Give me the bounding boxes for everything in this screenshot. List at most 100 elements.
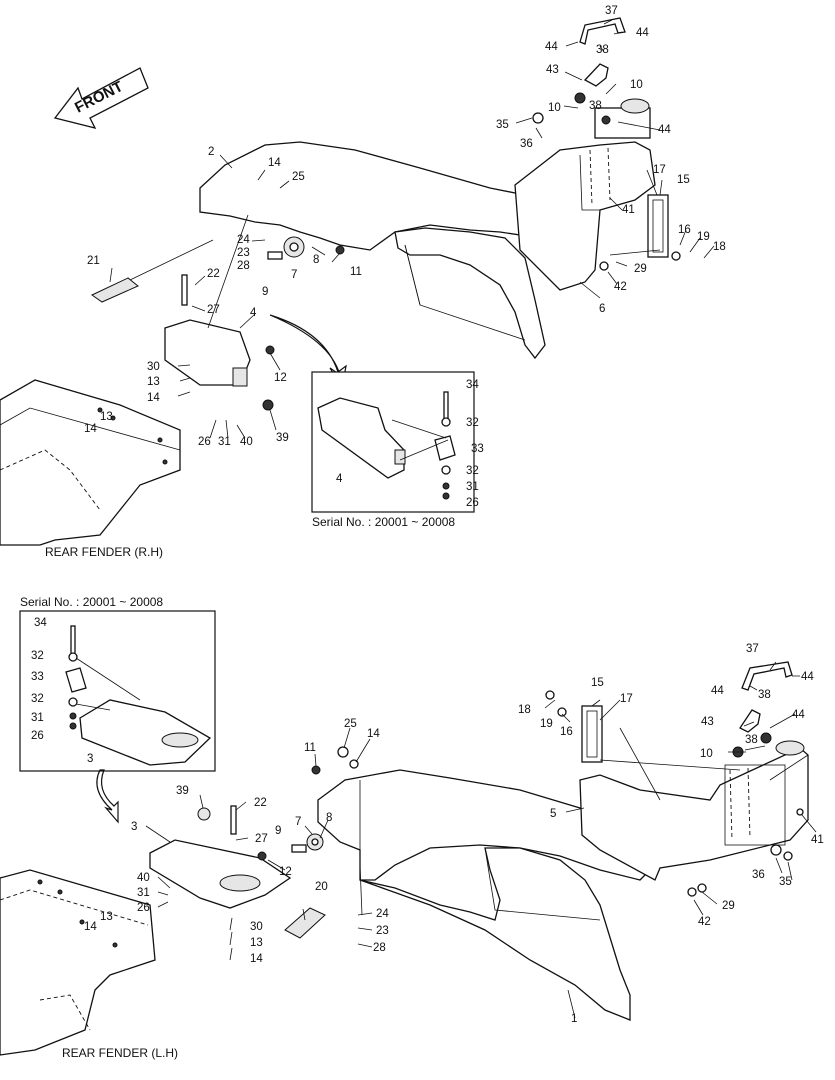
callout-label: 16	[678, 224, 691, 236]
callout-label: 13	[100, 911, 113, 923]
callout-label: 38	[596, 44, 609, 56]
callout-label: 6	[599, 303, 605, 315]
callout-label: 13	[147, 376, 160, 388]
callout-label: 14	[367, 728, 380, 740]
callout-label: 1	[571, 1013, 577, 1025]
caption-rear-fender-rh: REAR FENDER (R.H)	[45, 545, 163, 559]
callout-label: 22	[207, 268, 220, 280]
callout-label: 19	[540, 718, 553, 730]
callout-label: 24	[376, 908, 389, 920]
callout-label: 31	[466, 481, 479, 493]
callout-label: 10	[630, 79, 643, 91]
callout-label: 10	[700, 748, 713, 760]
callout-label: 40	[240, 436, 253, 448]
handle-37	[579, 17, 626, 45]
callout-label: 37	[605, 5, 618, 17]
caption-serial-upper: Serial No. : 20001 ~ 20008	[312, 515, 455, 529]
callout-label: 8	[313, 254, 319, 266]
callout-label: 44	[658, 124, 671, 136]
callout-label: 24	[237, 234, 250, 246]
upper-callouts: 2 14 25 24 23 28 8 7 9 11 21 22 27 4 30 …	[84, 5, 726, 509]
callout-label: 27	[207, 304, 220, 316]
callout-label: 37	[746, 643, 759, 655]
callout-label: 14	[250, 953, 263, 965]
callout-label: 7	[295, 816, 301, 828]
callout-label: 17	[620, 693, 633, 705]
hinge-20	[284, 907, 326, 939]
callout-label: 41	[811, 834, 824, 846]
callout-label: 11	[304, 742, 316, 754]
callout-label: 38	[745, 734, 758, 746]
callout-label: 32	[466, 465, 479, 477]
callout-label: 31	[31, 712, 44, 724]
callout-label: 3	[87, 753, 93, 765]
bracket-6	[514, 141, 656, 291]
fender-skirt-lh	[359, 847, 631, 1021]
callout-label: 28	[237, 260, 250, 272]
callout-label: 33	[31, 671, 44, 683]
callout-label: 14	[147, 392, 160, 404]
callout-label: 19	[697, 231, 710, 243]
front-arrow: FRONT	[53, 67, 149, 129]
callout-label: 2	[208, 146, 214, 158]
part-15-lh	[581, 705, 603, 763]
callout-label: 43	[546, 64, 559, 76]
callout-label: 8	[326, 812, 332, 824]
callout-label: 40	[137, 872, 150, 884]
callout-label: 3	[131, 821, 137, 833]
callout-label: 25	[344, 718, 357, 730]
callout-label: 36	[752, 869, 765, 881]
callout-label: 26	[198, 436, 211, 448]
callout-label: 14	[84, 921, 97, 933]
callout-label: 43	[701, 716, 714, 728]
callout-label: 39	[276, 432, 289, 444]
upper-assembly	[0, 17, 715, 546]
callout-label: 29	[722, 900, 735, 912]
callout-label: 14	[268, 157, 281, 169]
callout-label: 44	[636, 27, 649, 39]
caption-rear-fender-lh: REAR FENDER (L.H)	[62, 1046, 178, 1060]
callout-label: 29	[634, 263, 647, 275]
callout-label: 26	[137, 902, 150, 914]
callout-label: 13	[100, 411, 113, 423]
callout-label: 34	[466, 379, 479, 391]
callout-label: 32	[466, 417, 479, 429]
callout-label: 38	[758, 689, 771, 701]
callout-label: 44	[792, 709, 805, 721]
callout-label: 31	[218, 436, 231, 448]
lower-inset	[19, 610, 216, 824]
callout-label: 27	[255, 833, 268, 845]
bolt-22	[181, 274, 188, 306]
callout-label: 16	[560, 726, 573, 738]
callout-label: 32	[31, 650, 44, 662]
rear-fender-lh	[0, 869, 156, 1056]
callout-label: 4	[336, 473, 343, 485]
callout-label: 12	[274, 372, 287, 384]
bolt-22-lh	[230, 805, 237, 835]
callout-label: 42	[614, 281, 627, 293]
callout-label: 20	[315, 881, 328, 893]
callout-label: 7	[291, 269, 297, 281]
bolt-9-lh	[291, 844, 307, 853]
inset-bracket-3	[79, 699, 212, 766]
callout-label: 26	[31, 730, 44, 742]
rear-fender-rh	[0, 379, 181, 546]
fender-2	[199, 141, 556, 251]
part-15	[647, 194, 669, 258]
callout-label: 25	[292, 171, 305, 183]
callout-label: 39	[176, 785, 189, 797]
callout-label: 32	[31, 693, 44, 705]
fender-skirt	[394, 227, 546, 360]
callout-label: 9	[262, 286, 268, 298]
callout-label: 42	[698, 916, 711, 928]
handle-37-lh	[741, 661, 793, 691]
callout-label: 14	[84, 423, 97, 435]
callout-label: 34	[34, 617, 47, 629]
callout-label: 35	[496, 119, 509, 131]
lower-assembly	[0, 661, 817, 1056]
callout-label: 44	[801, 671, 814, 683]
callout-label: 11	[350, 266, 362, 278]
bolt-9	[267, 251, 283, 260]
latch-43	[583, 63, 609, 87]
